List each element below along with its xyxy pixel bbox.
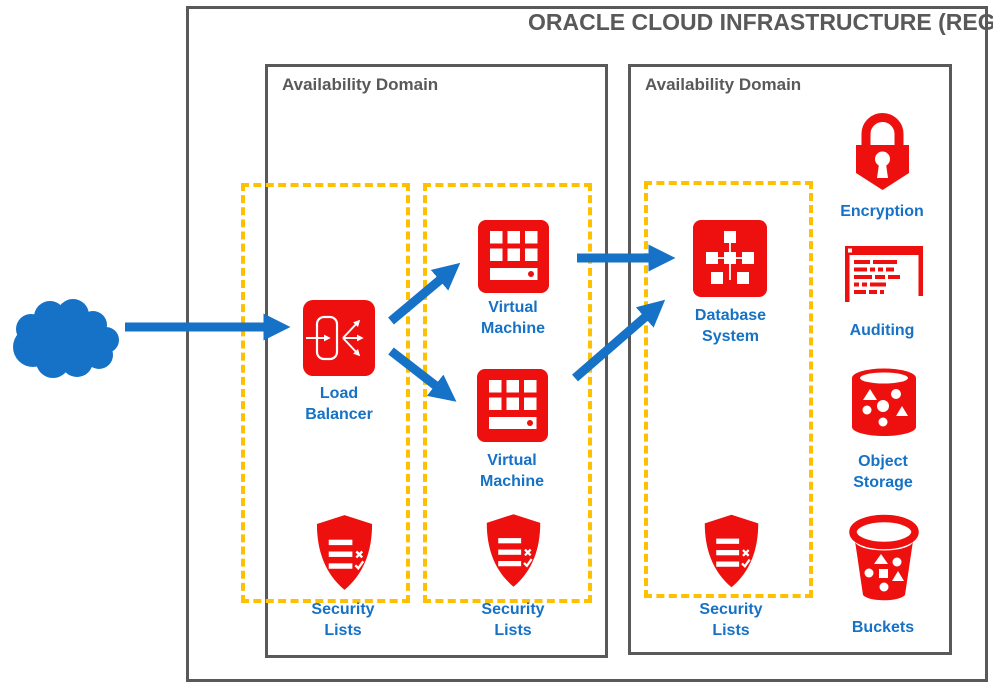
virtual-machine-1-label: Virtual Machine	[480, 299, 545, 338]
bucket-icon	[849, 514, 919, 601]
availability-domain-2-label: Availability Domain	[645, 75, 802, 94]
database-system-icon	[693, 220, 767, 297]
load-balancer-icon	[303, 300, 375, 376]
security-lists-1-icon	[316, 515, 373, 590]
region-title: ORACLE CLOUD INFRASTRUCTURE (REGION)	[528, 9, 993, 35]
buckets-label: Buckets	[851, 619, 915, 636]
load-balancer-label: Load Balancer	[305, 385, 373, 424]
security-lists-3-icon	[704, 514, 759, 588]
encryption-lock-icon	[856, 113, 909, 190]
virtual-machine-1-icon	[478, 220, 549, 293]
virtual-machine-2-label: Virtual Machine	[479, 452, 544, 491]
subnet-database	[644, 181, 813, 598]
auditing-label: Auditing	[849, 322, 915, 339]
security-lists-2-icon	[486, 514, 541, 587]
security-lists-1-label: Security Lists	[311, 601, 375, 640]
virtual-machine-2-icon	[477, 369, 548, 442]
database-system-label: Database System	[694, 307, 767, 346]
security-lists-2-label: Security Lists	[481, 601, 545, 640]
cloud-icon	[13, 299, 119, 378]
object-storage-icon	[852, 368, 916, 436]
region-box	[186, 6, 988, 682]
object-storage-label: Object Storage	[853, 453, 913, 492]
security-lists-3-label: Security Lists	[699, 601, 763, 640]
availability-domain-1-label: Availability Domain	[282, 75, 439, 94]
auditing-icon	[845, 246, 923, 302]
encryption-label: Encryption	[840, 203, 924, 220]
